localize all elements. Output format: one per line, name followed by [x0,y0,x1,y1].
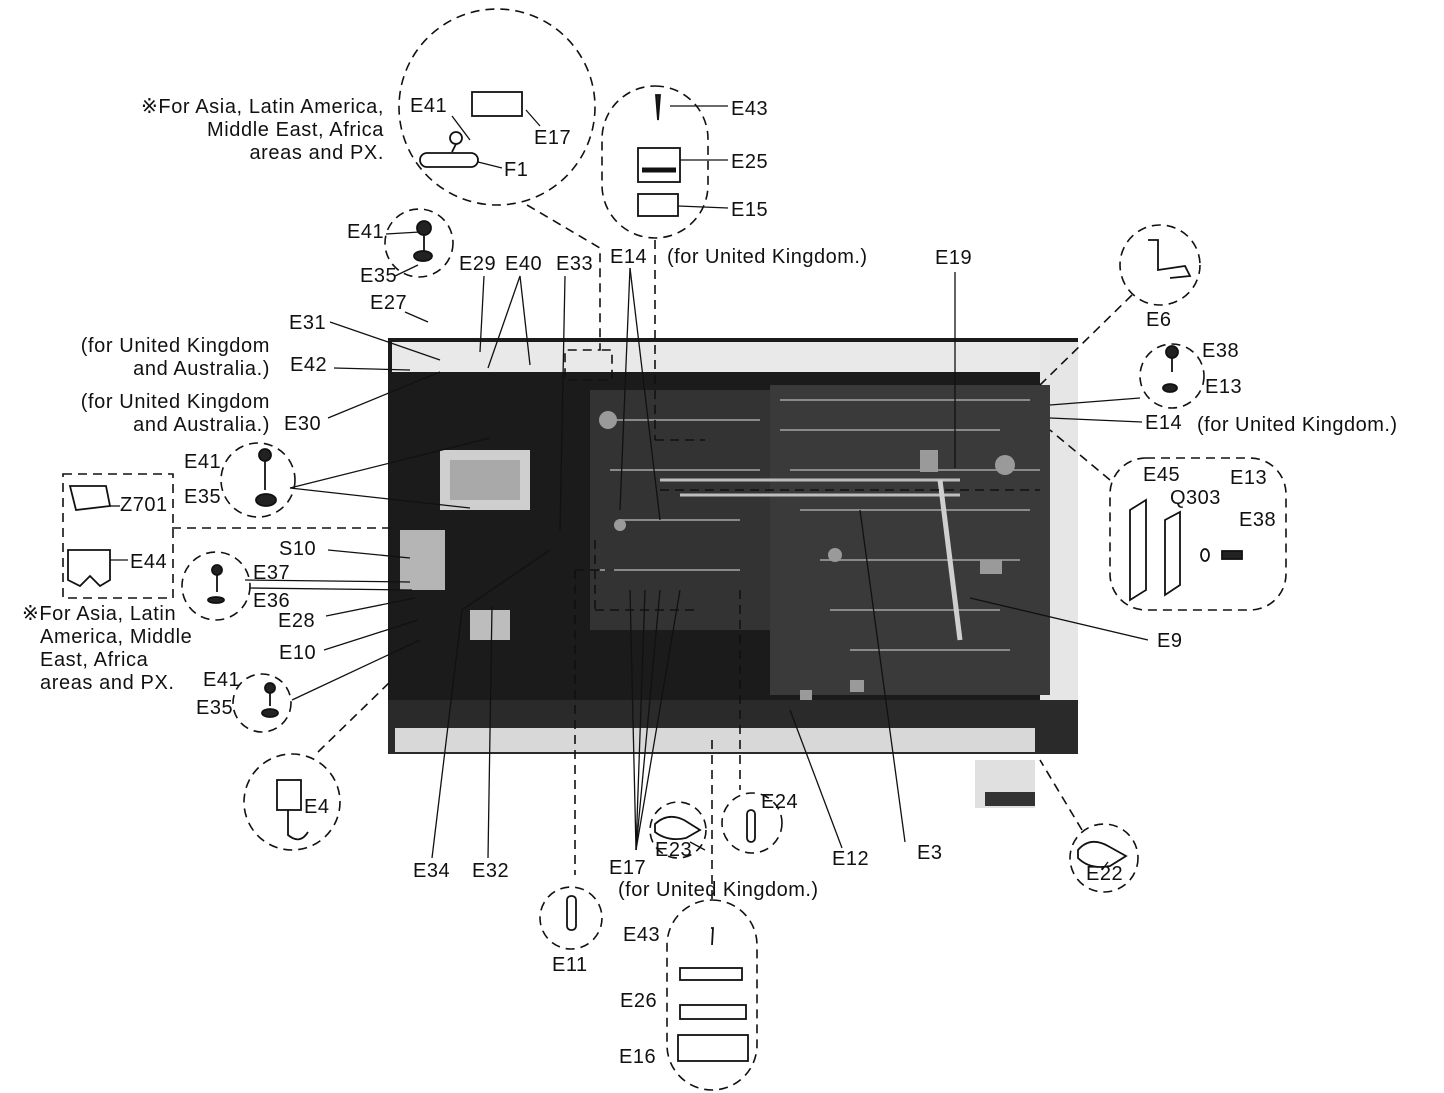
label-e35-c: E35 [196,697,234,719]
asia-note-left-line1: ※For Asia, Latin [22,603,177,625]
uk-australia-note-1-line2: and Australia.) [133,358,270,380]
label-e17-top: E17 [534,127,572,149]
label-z701: Z701 [120,494,168,516]
label-e24: E24 [761,791,799,813]
label-e42: E42 [290,354,328,376]
label-e41-b: E41 [347,221,385,243]
detail-callouts [62,8,1287,1091]
label-e29: E29 [459,253,497,275]
label-e33: E33 [556,253,594,275]
asia-note-left-line4: areas and PX. [40,672,175,694]
label-e6: E6 [1146,309,1172,331]
label-e40: E40 [505,253,543,275]
label-f1: F1 [504,159,529,181]
label-e45: E45 [1143,464,1181,486]
uk-australia-note-1-line1: (for United Kingdom [80,335,270,357]
label-e10: E10 [279,642,317,664]
label-e13-a: E13 [1205,376,1243,398]
uk-note-e14-right: (for United Kingdom.) [1197,414,1398,436]
label-e4: E4 [304,796,330,818]
label-s10: S10 [279,538,317,560]
label-e25: E25 [731,151,769,173]
asia-note-left-line2: America, Middle [40,626,193,648]
asia-note-top: ※For Asia, Latin America, Middle East, A… [141,96,384,165]
asia-note-top-line3: areas and PX. [249,142,384,164]
label-e31: E31 [289,312,327,334]
label-e17-bottom: E17 [609,857,647,879]
label-e9: E9 [1157,630,1183,652]
label-e23: E23 [655,839,693,861]
label-e19: E19 [935,247,973,269]
label-e3: E3 [917,842,943,864]
asia-note-left: ※For Asia, Latin America, Middle East, A… [22,603,192,695]
label-e15: E15 [731,199,769,221]
asia-note-top-line2: Middle East, Africa [206,119,384,141]
label-e35-a: E35 [360,265,398,287]
label-e43-top: E43 [731,98,769,120]
uk-australia-note-1: (for United Kingdom and Australia.) [81,335,270,381]
uk-note-e14-top: (for United Kingdom.) [667,246,868,268]
label-e41-c: E41 [184,451,222,473]
asia-note-left-line3: East, Africa [40,649,149,671]
label-e37: E37 [253,562,291,584]
label-q303: Q303 [1170,487,1221,509]
label-e13-b: E13 [1230,467,1268,489]
uk-note-e17-bottom: (for United Kingdom.) [618,879,819,901]
part-sketches [67,91,1243,1062]
uk-australia-note-2-line2: and Australia.) [133,414,270,436]
label-e14-right: E14 [1145,412,1183,434]
label-e26: E26 [620,990,658,1012]
label-e28: E28 [278,610,316,632]
label-e43-bottom: E43 [623,924,661,946]
asia-note-top-line1: ※For Asia, Latin America, [141,96,384,118]
label-e34: E34 [413,860,451,882]
label-e38-a: E38 [1202,340,1240,362]
label-e16: E16 [619,1046,657,1068]
label-e32: E32 [472,860,510,882]
label-e36: E36 [253,590,291,612]
label-e30: E30 [284,413,322,435]
label-e38-b: E38 [1239,509,1277,531]
chassis-photo [388,338,1078,808]
uk-australia-note-2: (for United Kingdom and Australia.) [81,391,270,437]
label-e44: E44 [130,551,168,573]
label-e27: E27 [370,292,408,314]
uk-australia-note-2-line1: (for United Kingdom [80,391,270,413]
label-e41-top: E41 [410,95,448,117]
label-e35-b: E35 [184,486,222,508]
label-e14-top: E14 [610,246,648,268]
leader-lines [110,105,1149,871]
label-e11: E11 [552,954,588,976]
label-e12: E12 [832,848,870,870]
label-e41-d: E41 [203,669,241,691]
label-e22: E22 [1086,863,1124,885]
